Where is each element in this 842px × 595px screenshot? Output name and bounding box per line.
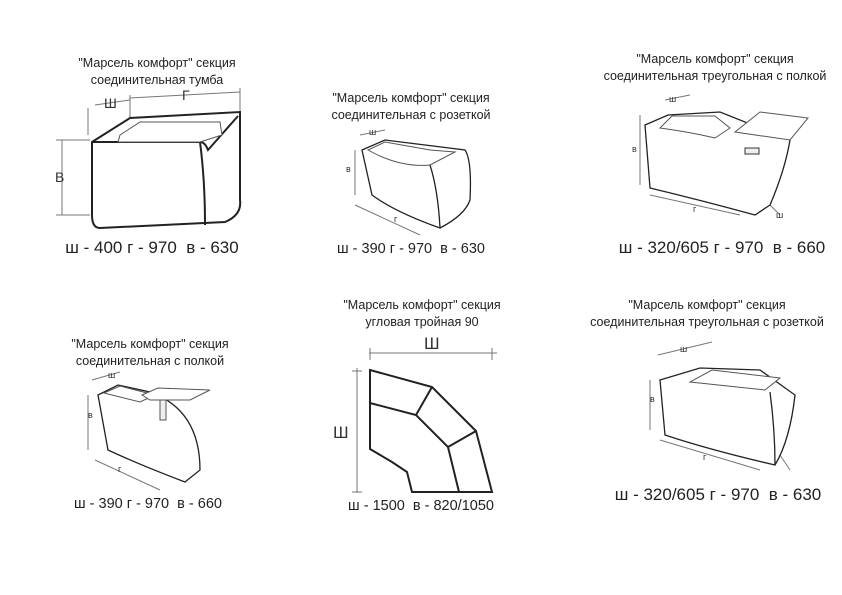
dim-w-label: Ш [104, 95, 117, 111]
section-title-rozetka: "Марсель комфорт" секция соединительная … [261, 90, 561, 124]
dim-w-label: Ш [424, 334, 440, 353]
dim-d-label: г [394, 214, 398, 224]
section-title-triangular-rozetka: "Марсель комфорт" секция соединительная … [557, 297, 842, 331]
title-line: "Марсель комфорт" секция [332, 91, 490, 105]
dim-w-label: ш [680, 344, 687, 354]
drawing-corner: Ш Ш [333, 334, 497, 493]
dim-h-label: в [650, 394, 655, 404]
section-spec-rozetka: ш - 390 г - 970 в - 630 [337, 241, 485, 257]
dim-h-label: в [88, 410, 93, 420]
dim-d-label: г [703, 452, 707, 462]
title-line: "Марсель комфорт" секция [78, 56, 236, 70]
section-spec-tumba: ш - 400 г - 970 в - 630 [65, 238, 239, 257]
drawing-triangular-shelf: ш в г ш [632, 94, 809, 220]
drawing-triangular-rozetka: ш в г [649, 341, 796, 471]
title-line: угловая тройная 90 [365, 315, 479, 329]
title-line: "Марсель комфорт" секция [628, 298, 786, 312]
title-line: "Марсель комфорт" секция [636, 52, 794, 66]
dim-w-label: ш [108, 370, 115, 380]
drawing-rozetka: ш в г [346, 127, 472, 236]
dim-h-label: в [632, 144, 637, 154]
section-title-shelf: "Марсель комфорт" секция соединительная … [0, 336, 300, 370]
dim-d-label: Г [182, 87, 190, 103]
dim-d-label: г [693, 204, 697, 214]
title-line: "Марсель комфорт" секция [71, 337, 229, 351]
title-line: соединительная с полкой [75, 354, 225, 368]
dim-h-label: в [346, 164, 351, 174]
dim-h-label: В [55, 169, 64, 185]
dim-h-label: Ш [333, 423, 349, 442]
drawing-tumba: Ш Г В [55, 87, 242, 230]
section-spec-shelf: ш - 390 г - 970 в - 660 [74, 496, 222, 512]
title-line: соединительная тумба [90, 73, 224, 87]
section-spec-triangular-rozetka: ш - 320/605 г - 970 в - 630 [614, 485, 822, 504]
title-line: соединительная треугольная с полкой [603, 69, 827, 83]
section-spec-corner: ш - 1500 в - 820/1050 [348, 498, 494, 514]
section-spec-triangular-shelf: ш - 320/605 г - 970 в - 660 [618, 238, 826, 257]
section-title-tumba: "Марсель комфорт" секция соединительная … [7, 55, 307, 89]
section-title-triangular-shelf: "Марсель комфорт" секция соединительная … [565, 51, 842, 85]
dim-w2-label: ш [776, 210, 783, 220]
dim-d-label: г [118, 464, 122, 474]
title-line: соединительная с розеткой [331, 108, 491, 122]
dim-w-label: ш [669, 94, 676, 104]
title-line: "Марсель комфорт" секция [343, 298, 501, 312]
dim-w-label: ш [369, 127, 376, 137]
title-line: соединительная треугольная с розеткой [590, 315, 824, 329]
section-title-corner: "Марсель комфорт" секция угловая тройная… [272, 297, 572, 331]
drawing-shelf: ш в г [87, 370, 211, 491]
